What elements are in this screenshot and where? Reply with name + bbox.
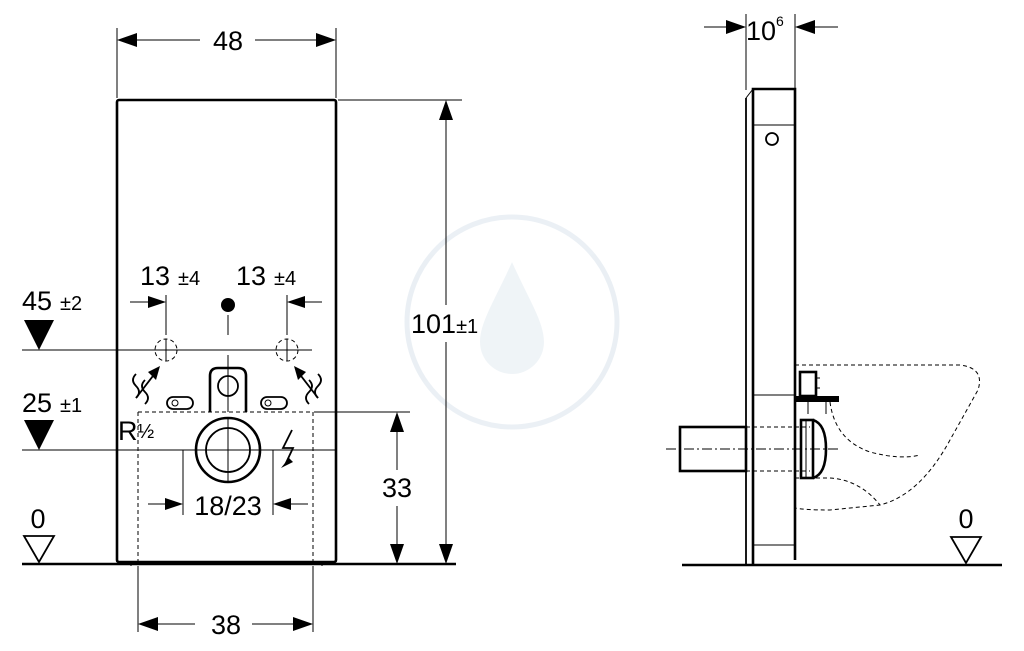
side-frame-panel: [751, 87, 797, 565]
dim-depth: 106: [746, 13, 784, 46]
mounting-slot-right: [260, 396, 288, 410]
side-floor-level-label: 0: [958, 504, 973, 534]
flush-pipe-connector: [208, 355, 248, 412]
level-triangle-icon: [24, 320, 54, 350]
mounting-slot-left: [166, 396, 194, 410]
water-inlet-left: [154, 338, 178, 362]
thread-label: R½: [118, 416, 155, 446]
dim-height-pipe: 33: [382, 473, 412, 503]
dim-spacing-right: 13±4: [236, 261, 296, 291]
watermark-logo-icon: [404, 214, 620, 430]
dim-drain-diameter: 18/23: [194, 491, 262, 521]
level-triangle-icon: [24, 420, 54, 450]
water-inlet-arrow-icon: [132, 366, 160, 405]
water-inlet-arrow-icon: [294, 366, 322, 405]
front-frame-panel: [115, 98, 338, 564]
side-flush-connector: [795, 370, 839, 414]
frame-hidden-outline: [137, 411, 314, 562]
dim-width-top: 48: [213, 26, 243, 56]
side-drain-pipe: [666, 425, 840, 473]
toilet-bowl-outline: [794, 364, 980, 511]
center-point: [221, 298, 235, 312]
dim-width-bottom: 38: [211, 610, 241, 640]
water-inlet-right: [275, 338, 299, 362]
side-drain-bend: [799, 418, 828, 480]
side-access-hole: [765, 132, 779, 146]
floor-level-icon: [22, 535, 56, 564]
electric-supply-icon: [281, 429, 295, 468]
front-view: 48 101±1 13±4 13±4 45±2: [22, 26, 478, 640]
drain-outlet: [182, 416, 274, 515]
side-view: 106: [666, 13, 1002, 567]
level-upper-label: 45±2: [22, 286, 82, 316]
floor-level-label: 0: [30, 504, 45, 534]
floor-level-icon: [949, 536, 983, 565]
level-lower-label: 25±1: [22, 388, 82, 418]
dim-spacing-left: 13±4: [140, 261, 200, 291]
dim-height-total: 101±1: [411, 309, 478, 339]
